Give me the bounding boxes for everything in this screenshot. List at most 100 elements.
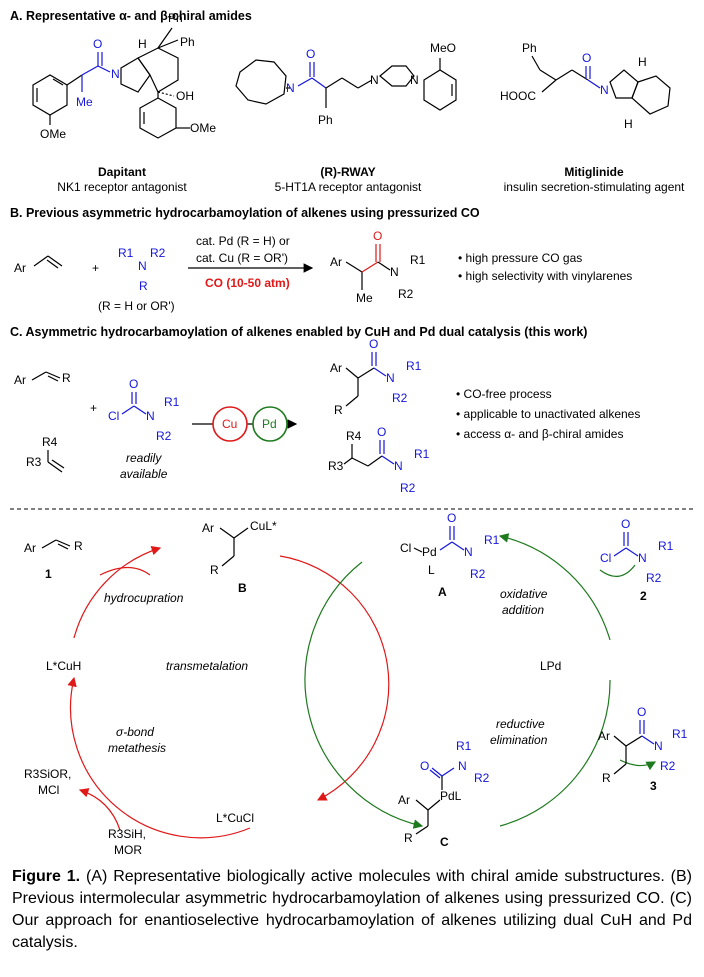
b-r2: R2: [150, 246, 166, 260]
rway-n-2: N: [370, 73, 379, 87]
m-sigma-1: σ-bond: [116, 725, 154, 739]
b-prod-o: O: [373, 229, 382, 243]
c-p1-o: O: [369, 337, 378, 351]
c-p2-r2: R2: [400, 481, 416, 495]
m-sigma-2: metathesis: [108, 741, 166, 755]
section-a-heading: A. Representative α- and β-chiral amides: [10, 9, 252, 23]
c-n: N: [146, 409, 155, 423]
m-b-r: R: [210, 563, 219, 577]
dapitant-desc: NK1 receptor antagonist: [57, 180, 187, 194]
arc-hydrocupration: [73, 545, 162, 639]
b-prod-ar: Ar: [330, 255, 342, 269]
b-ar: Ar: [14, 261, 26, 275]
c-bullet-2: • applicable to unactivated alkenes: [456, 407, 640, 421]
m-c-r2: R2: [474, 771, 490, 785]
m-reductive-2: elimination: [490, 733, 548, 747]
m-c-n: N: [458, 759, 467, 773]
mitiglinide-desc: insulin secretion-stimulating agent: [504, 180, 685, 194]
m-lpd: LPd: [540, 659, 561, 673]
mitiglinide-structure: Ph HOOC O N H H: [500, 41, 671, 131]
m-2-o: O: [621, 517, 630, 531]
c-p1-r1: R1: [406, 359, 422, 373]
arc-reductive: [499, 679, 611, 827]
m-oxidative-1: oxidative: [500, 587, 548, 601]
b-bullet-1: • high pressure CO gas: [458, 251, 582, 265]
m-reagent-2: MOR: [114, 843, 142, 857]
m-a-o: O: [447, 511, 456, 525]
dapitant-structure: OMe Me O N H Ph Ph OH OMe: [32, 11, 216, 141]
m-a-r2: R2: [470, 567, 486, 581]
b-plus: +: [92, 261, 99, 275]
c-p2-n: N: [394, 459, 403, 473]
b-prod-n: N: [390, 265, 399, 279]
dapitant-ome-1: OMe: [40, 127, 66, 141]
dapitant-name: Dapitant: [98, 165, 146, 179]
c-p2-r3: R3: [328, 459, 344, 473]
dapitant-ph-1: Ph: [168, 11, 183, 25]
m-c-label: C: [440, 835, 449, 849]
m-3-r2: R2: [660, 759, 676, 773]
m-c-pdl: PdL: [440, 789, 462, 803]
section-c-heading: C. Asymmetric hydrocarbamoylation of alk…: [10, 325, 587, 339]
arc-pd-down: [304, 561, 424, 829]
c-r2: R2: [156, 429, 172, 443]
m-b-cul: CuL*: [250, 519, 277, 533]
m-c-ar: Ar: [398, 793, 410, 807]
mitiglinide-name: Mitiglinide: [564, 165, 624, 179]
rway-structure: N O Ph N N MeO: [235, 41, 457, 127]
section-b-heading: B. Previous asymmetric hydrocarbamoylati…: [10, 206, 480, 220]
b-bullet-2: • high selectivity with vinylarenes: [458, 269, 632, 283]
m-transmetalation: transmetalation: [166, 659, 248, 673]
b-cond-1: cat. Pd (R = H) or: [196, 234, 290, 248]
m-2-r1: R1: [658, 539, 674, 553]
c-plus: +: [90, 401, 97, 415]
dapitant-h: H: [138, 37, 147, 51]
section-b-scheme: Ar + R1 N R2 R (R = H or OR') cat. Pd (R…: [14, 229, 632, 313]
cu-cycle: [212, 406, 248, 442]
m-byproduct-1: R3SiOR,: [24, 767, 71, 781]
c-p1-r2: R2: [392, 391, 408, 405]
b-prod-me: Me: [356, 291, 373, 305]
pd-cycle: [252, 406, 288, 442]
c-p2-r1: R1: [414, 447, 430, 461]
c-r4: R4: [42, 435, 58, 449]
m-2-number: 2: [640, 589, 647, 603]
rway-name: (R)-RWAY: [320, 165, 375, 179]
dapitant-ome-2: OMe: [190, 121, 216, 135]
m-cucl: L*CuCl: [216, 811, 254, 825]
m-3-ar: Ar: [598, 729, 610, 743]
c-r: R: [62, 371, 71, 385]
c-p1-n: N: [386, 371, 395, 385]
m-byproduct-2: MCl: [38, 783, 59, 797]
dapitant-n: N: [111, 67, 120, 81]
rway-n-3: N: [410, 73, 419, 87]
m-b-label: B: [238, 581, 247, 595]
arc-oxidative: [498, 533, 611, 641]
m-a-r1: R1: [484, 533, 500, 547]
figure-caption: Figure 1. (A) Representative biologicall…: [12, 866, 692, 954]
m-a-label: A: [438, 585, 447, 599]
m-c-r: R: [404, 831, 413, 845]
m-3-n: N: [654, 739, 663, 753]
dapitant-o: O: [93, 37, 102, 51]
rway-n-1: N: [286, 81, 295, 95]
b-cond-2: cat. Cu (R = OR'): [196, 251, 288, 265]
b-amine-note: (R = H or OR'): [98, 299, 175, 313]
m-3-number: 3: [650, 779, 657, 793]
figure-scheme: A. Representative α- and β-chiral amides…: [10, 9, 694, 857]
arc-transmetalation: [279, 555, 390, 801]
c-cu: Cu: [222, 417, 237, 431]
m-reagent-1: R3SiH,: [108, 827, 146, 841]
dapitant-oh: OH: [176, 89, 194, 103]
b-prod-r1: R1: [410, 253, 426, 267]
mitiglinide-n: N: [600, 83, 609, 97]
m-2-r2: R2: [646, 571, 662, 585]
c-pd: Pd: [262, 417, 277, 431]
m-3-r: R: [602, 771, 611, 785]
c-p2-o: O: [377, 425, 386, 439]
c-r3: R3: [26, 455, 42, 469]
mechanism: Ar R 1 Ar CuL* R B hydrocupration L*CuH …: [24, 511, 688, 857]
m-c-o: O: [420, 759, 429, 773]
c-cl: Cl: [108, 409, 119, 423]
m-sub-number: 1: [45, 567, 52, 581]
